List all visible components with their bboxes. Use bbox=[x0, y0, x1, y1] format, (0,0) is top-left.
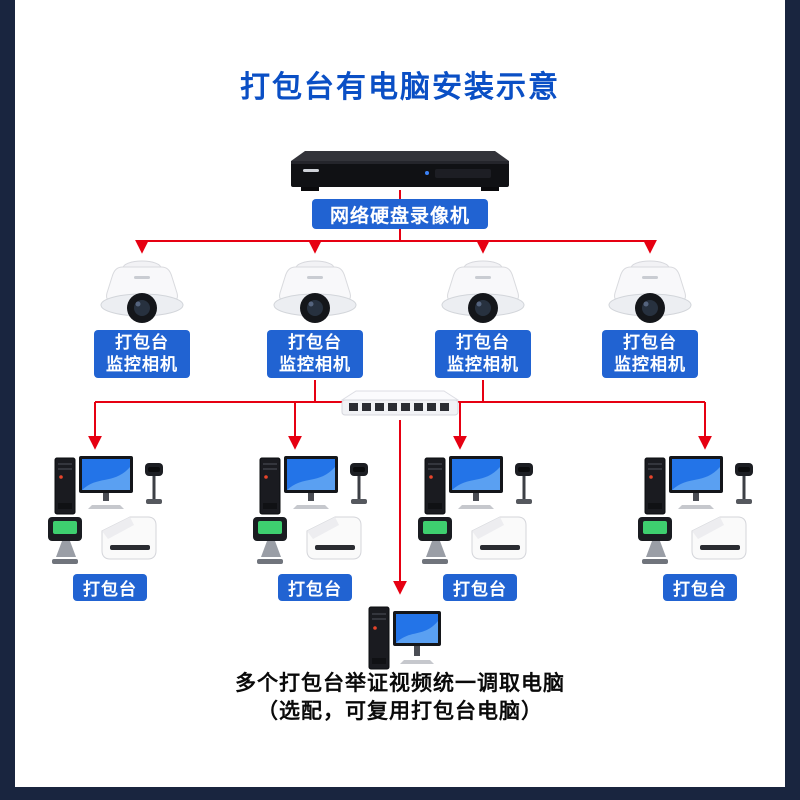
monitor-image bbox=[449, 456, 503, 509]
camera-label-badge: 打包台 监控相机 bbox=[94, 330, 190, 378]
camera-label-line2: 监控相机 bbox=[614, 355, 686, 374]
footer-note-line2: （选配，可复用打包台电脑） bbox=[257, 700, 543, 723]
monitor-image bbox=[393, 611, 441, 664]
camera-label-line1: 打包台 bbox=[115, 332, 169, 352]
scanner-terminal-image bbox=[253, 517, 287, 564]
label-printer-image bbox=[691, 516, 747, 560]
camera-label-line1: 打包台 bbox=[623, 332, 677, 352]
camera-label-line1: 打包台 bbox=[288, 332, 342, 352]
scanner-terminal-image bbox=[48, 517, 82, 564]
dome-camera-image bbox=[608, 260, 692, 323]
camera-label-line2: 监控相机 bbox=[447, 355, 519, 374]
footer-note-line1: 多个打包台举证视频统一调取电脑 bbox=[235, 672, 565, 695]
camera-label-line2: 监控相机 bbox=[279, 355, 351, 374]
label-printer-image bbox=[471, 516, 527, 560]
frame-bottom-bar bbox=[0, 787, 800, 800]
station-label-badge: 打包台 bbox=[443, 574, 517, 601]
monitor-image bbox=[284, 456, 338, 509]
dome-camera-image bbox=[100, 260, 184, 323]
desktop-tower-image bbox=[424, 457, 446, 515]
nvr-device-image bbox=[291, 151, 509, 191]
station-label-badge: 打包台 bbox=[663, 574, 737, 601]
desktop-tower-image bbox=[259, 457, 281, 515]
nvr-label-badge: 网络硬盘录像机 bbox=[312, 199, 488, 229]
page-title: 打包台有电脑安装示意 bbox=[240, 71, 560, 104]
monitor-image bbox=[669, 456, 723, 509]
scanner-terminal-image bbox=[638, 517, 672, 564]
packing-station-cluster bbox=[630, 455, 770, 569]
barcode-scanner-image bbox=[350, 463, 368, 504]
frame-left-bar bbox=[0, 0, 15, 800]
station-label-badge: 打包台 bbox=[73, 574, 147, 601]
scanner-terminal-image bbox=[418, 517, 452, 564]
network-switch-image bbox=[340, 390, 460, 416]
packing-station-cluster bbox=[40, 455, 180, 569]
station-label-badge: 打包台 bbox=[278, 574, 352, 601]
barcode-scanner-image bbox=[735, 463, 753, 504]
desktop-tower-image bbox=[368, 606, 390, 670]
camera-label-line2: 监控相机 bbox=[106, 355, 178, 374]
desktop-tower-image bbox=[54, 457, 76, 515]
barcode-scanner-image bbox=[515, 463, 533, 504]
desktop-tower-image bbox=[644, 457, 666, 515]
monitor-image bbox=[79, 456, 133, 509]
packing-station-cluster bbox=[410, 455, 550, 569]
barcode-scanner-image bbox=[145, 463, 163, 504]
camera-label-badge: 打包台 监控相机 bbox=[602, 330, 698, 378]
label-printer-image bbox=[101, 516, 157, 560]
frame-right-bar bbox=[785, 0, 800, 800]
camera-label-line1: 打包台 bbox=[456, 332, 510, 352]
dome-camera-image bbox=[441, 260, 525, 323]
retrieval-computer bbox=[362, 602, 442, 672]
camera-label-badge: 打包台 监控相机 bbox=[267, 330, 363, 378]
label-printer-image bbox=[306, 516, 362, 560]
packing-station-cluster bbox=[245, 455, 385, 569]
dome-camera-image bbox=[273, 260, 357, 323]
camera-label-badge: 打包台 监控相机 bbox=[435, 330, 531, 378]
